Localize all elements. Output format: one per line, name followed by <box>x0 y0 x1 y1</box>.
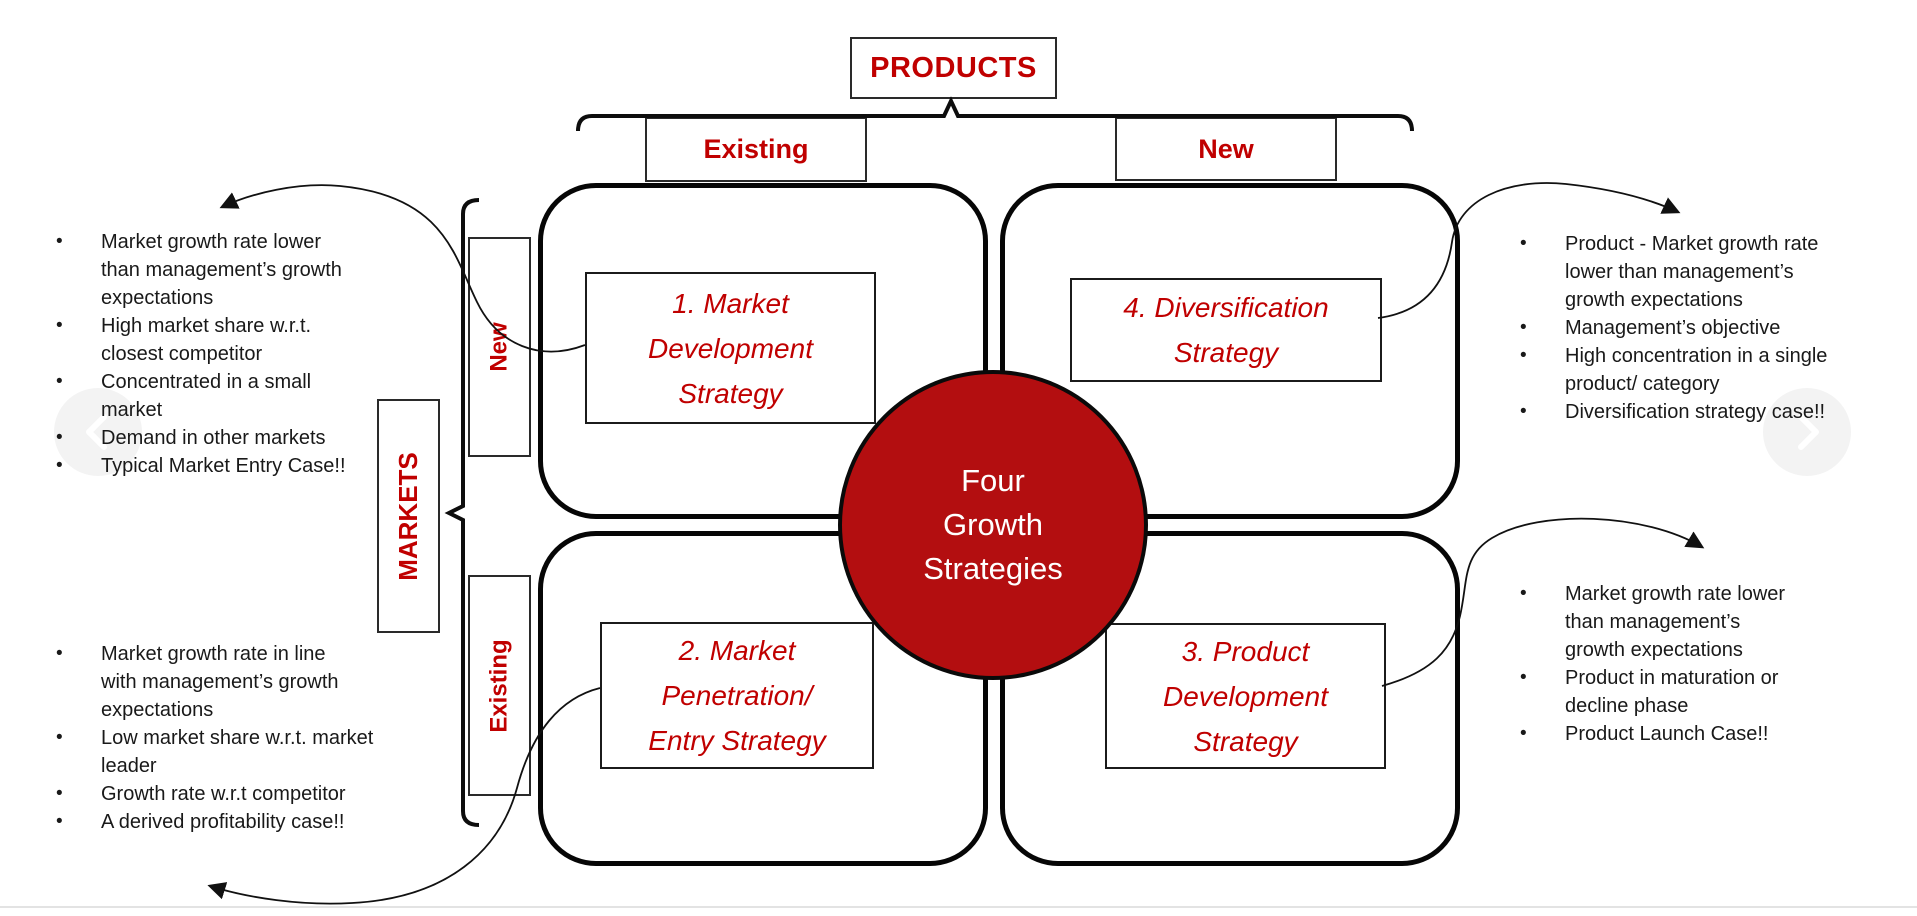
bullet-item: • Growth rate w.r.t competitor <box>56 780 426 808</box>
circle-line: Four <box>961 463 1025 498</box>
markets-axis-title: MARKETS <box>393 451 423 581</box>
strategy-line: Strategy <box>1173 337 1279 368</box>
chevron-right-icon <box>1763 388 1851 479</box>
bullet-item: • High market share w.r.t.closest competi… <box>56 312 396 368</box>
bullet-marker: • <box>56 427 63 448</box>
strategy-line: Penetration/ <box>661 680 813 711</box>
page-edge-line <box>0 906 1917 908</box>
center-circle: Four Growth Strategies <box>838 370 1148 680</box>
strategy-line: Strategy <box>1193 725 1298 757</box>
bullet-item: • Demand in other markets <box>56 424 396 452</box>
row-header-new: New <box>468 237 531 457</box>
circle-line: Growth <box>943 507 1043 542</box>
next-slide-button[interactable] <box>1763 388 1851 476</box>
bullet-marker: • <box>1520 345 1527 366</box>
bullet-marker: • <box>56 231 63 252</box>
bullet-item-text: Typical Market Entry Case!! <box>101 455 346 477</box>
bullet-marker: • <box>56 783 63 804</box>
column-header-new: New <box>1115 117 1337 181</box>
strategy-line: Strategy <box>678 377 783 409</box>
strategy-line: Entry Strategy <box>648 725 826 756</box>
bullet-marker: • <box>56 315 63 336</box>
bullet-marker: • <box>1520 723 1527 744</box>
bullet-marker: • <box>56 811 63 832</box>
bullet-item-text: High market share w.r.t.closest competit… <box>101 315 312 365</box>
row-header-existing-label: Existing <box>485 638 513 733</box>
bullet-item-text: Management’s objective <box>1565 317 1781 339</box>
strategy-box-product-development: 3. Product Development Strategy <box>1105 623 1386 769</box>
row-header-new-label: New <box>485 322 513 372</box>
bullet-item: • Product Launch Case!! <box>1520 720 1870 748</box>
bullet-item-text: Product Launch Case!! <box>1565 723 1769 745</box>
bullet-item: • Typical Market Entry Case!! <box>56 452 396 480</box>
strategy-box-diversification: 4. Diversification Strategy <box>1070 278 1382 382</box>
prev-slide-button[interactable] <box>54 388 142 476</box>
strategy-line: 3. Product <box>1181 635 1310 667</box>
bullet-marker: • <box>56 371 63 392</box>
strategy-line: Development <box>1163 680 1328 712</box>
strategy-box-market-development: 1. Market Development Strategy <box>585 272 876 424</box>
bullet-marker: • <box>56 455 63 476</box>
strategy-line: 1. Market <box>672 287 789 319</box>
strategy-line: 2. Market <box>678 635 796 666</box>
bullet-item-text: Demand in other markets <box>101 427 326 449</box>
strategy-line: Development <box>648 332 813 364</box>
bullet-marker: • <box>56 643 63 664</box>
bullet-item: • A derived profitability case!! <box>56 808 426 836</box>
circle-line: Strategies <box>923 551 1063 586</box>
chevron-left-icon <box>54 388 142 479</box>
bullet-item-text: Growth rate w.r.t competitor <box>101 783 346 805</box>
products-axis-title: PRODUCTS <box>870 51 1037 84</box>
bullet-item: • Management’s objective <box>1520 314 1870 342</box>
products-axis-box: PRODUCTS <box>850 37 1057 99</box>
strategy-line: 4. Diversification <box>1123 292 1329 323</box>
bullet-item-text: Diversification strategy case!! <box>1565 401 1826 423</box>
bullet-marker: • <box>1520 401 1527 422</box>
column-header-existing: Existing <box>645 117 867 182</box>
row-header-existing: Existing <box>468 575 531 796</box>
bullet-marker: • <box>1520 667 1527 688</box>
bullet-item: • Diversification strategy case!! <box>1520 398 1870 426</box>
bullet-marker: • <box>1520 317 1527 338</box>
bullet-marker: • <box>1520 233 1527 254</box>
column-header-existing-label: Existing <box>703 134 809 164</box>
bullet-marker: • <box>1520 583 1527 604</box>
markets-axis-box: MARKETS <box>377 399 440 633</box>
bullet-item-text: A derived profitability case!! <box>101 811 345 833</box>
bullet-marker: • <box>56 727 63 748</box>
column-header-new-label: New <box>1198 133 1254 164</box>
strategy-box-market-penetration: 2. Market Penetration/ Entry Strategy <box>600 622 874 769</box>
